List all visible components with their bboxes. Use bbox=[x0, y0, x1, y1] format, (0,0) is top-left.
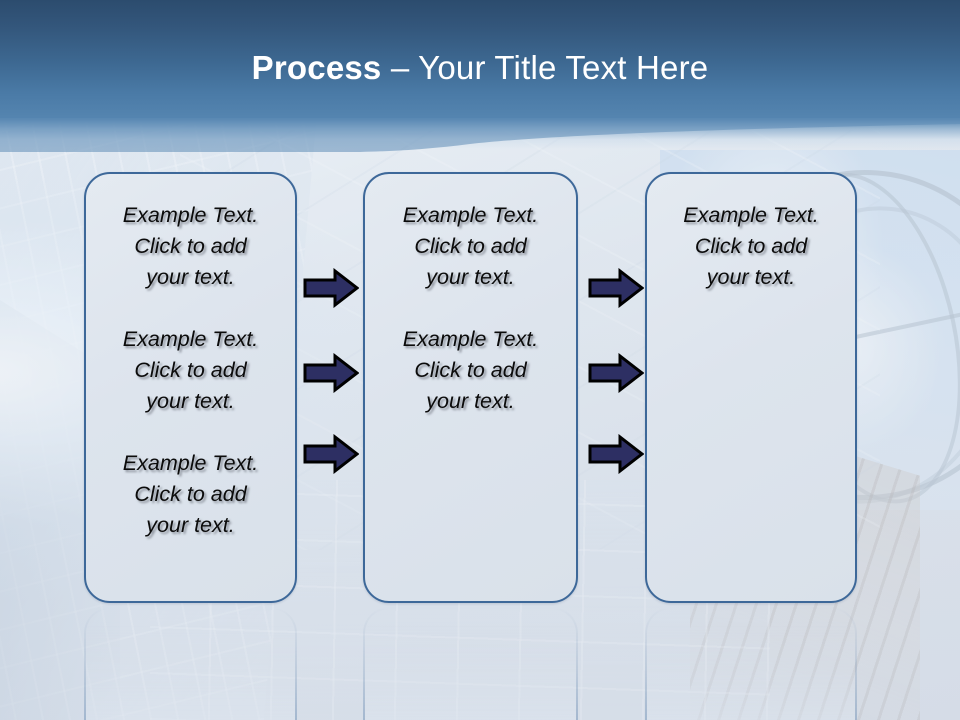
process-box-1-content: Example Text. Click to add your text. Ex… bbox=[96, 200, 285, 541]
page-title-rest: – Your Title Text Here bbox=[381, 49, 709, 86]
process-box-2-content: Example Text. Click to add your text. Ex… bbox=[375, 200, 566, 417]
process-box-1-paragraph-2[interactable]: Example Text. Click to add your text. bbox=[122, 327, 259, 413]
title-bar-fade bbox=[0, 119, 960, 149]
process-box-1[interactable]: Example Text. Click to add your text. Ex… bbox=[84, 172, 297, 603]
process-box-2[interactable]: Example Text. Click to add your text. Ex… bbox=[363, 172, 578, 603]
right-arrow-icon[interactable] bbox=[303, 434, 359, 474]
process-box-1-paragraph-1[interactable]: Example Text. Click to add your text. bbox=[122, 203, 259, 289]
process-box-3-content: Example Text. Click to add your text. bbox=[657, 200, 845, 293]
process-box-3[interactable]: Example Text. Click to add your text. bbox=[645, 172, 857, 603]
page-title-strong: Process bbox=[251, 49, 382, 86]
right-arrow-icon[interactable] bbox=[588, 434, 644, 474]
right-arrow-icon[interactable] bbox=[588, 353, 644, 393]
process-box-1-paragraph-3[interactable]: Example Text. Click to add your text. bbox=[122, 451, 259, 537]
right-arrow-icon[interactable] bbox=[303, 268, 359, 308]
process-box-3-paragraph-1[interactable]: Example Text. Click to add your text. bbox=[683, 203, 819, 289]
right-arrow-icon[interactable] bbox=[303, 353, 359, 393]
page-title: Process – Your Title Text Here bbox=[0, 48, 960, 88]
title-bar bbox=[0, 0, 960, 119]
right-arrow-icon[interactable] bbox=[588, 268, 644, 308]
process-box-2-paragraph-1[interactable]: Example Text. Click to add your text. bbox=[402, 203, 539, 289]
process-box-2-paragraph-2[interactable]: Example Text. Click to add your text. bbox=[402, 327, 539, 413]
